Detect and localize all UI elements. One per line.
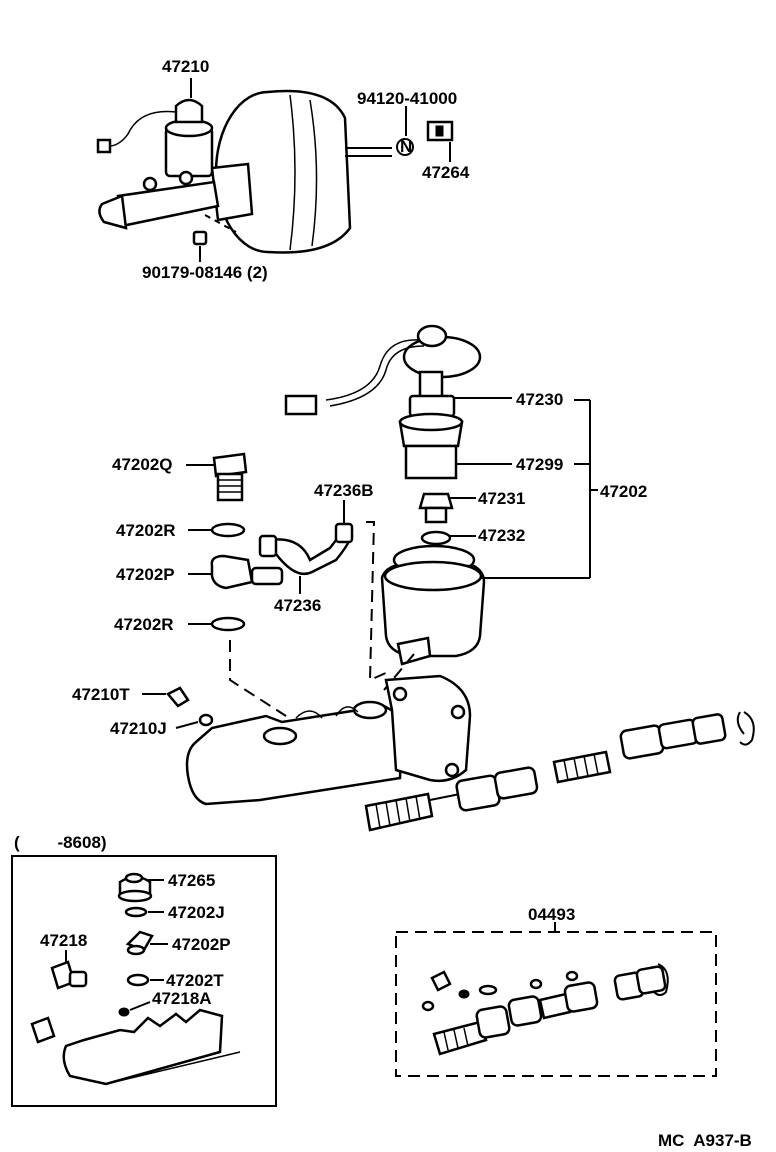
inset-panel-early-model [11, 855, 277, 1107]
repair-kit-panel [395, 922, 717, 1077]
inset-callout-47202p: 47202P [172, 935, 231, 954]
inset-period-label: ( -8608) [14, 833, 107, 852]
reservoir-assembly-illustration [284, 324, 598, 666]
callout-47202q: 47202Q [112, 455, 173, 474]
diagram-reference-code: MC A937-B [658, 1131, 752, 1150]
callout-47202p: 47202P [116, 565, 175, 584]
inset-callout-47265: 47265 [168, 871, 215, 890]
inset-callout-47202j: 47202J [168, 903, 225, 922]
callout-47202r-lower: 47202R [114, 615, 174, 634]
master-cylinder-body-illustration [142, 521, 755, 832]
callout-47210j: 47210J [110, 719, 167, 738]
inset-callout-47202t: 47202T [166, 971, 224, 990]
callout-47299: 47299 [516, 455, 563, 474]
kit-callout-04493: 04493 [528, 905, 575, 924]
brake-booster-assembly-illustration [96, 78, 454, 262]
callout-47202: 47202 [600, 482, 647, 501]
callout-nut-90179: 90179-08146 (2) [142, 263, 268, 282]
callout-clip-n-marker: N [400, 137, 412, 156]
callout-47210: 47210 [162, 57, 209, 76]
inset-callout-47218: 47218 [40, 931, 87, 950]
callout-47236: 47236 [274, 596, 321, 615]
callout-47232: 47232 [478, 526, 525, 545]
callout-47202r-upper: 47202R [116, 521, 176, 540]
callout-47230: 47230 [516, 390, 563, 409]
callout-47210t: 47210T [72, 685, 130, 704]
union-hose-fittings-illustration [186, 452, 354, 632]
callout-47231: 47231 [478, 489, 525, 508]
callout-clip-part-number: 94120-41000 [357, 89, 457, 108]
callout-47264: 47264 [422, 163, 470, 182]
callout-47236b: 47236B [314, 481, 374, 500]
inset-callout-47218a: 47218A [152, 989, 212, 1008]
